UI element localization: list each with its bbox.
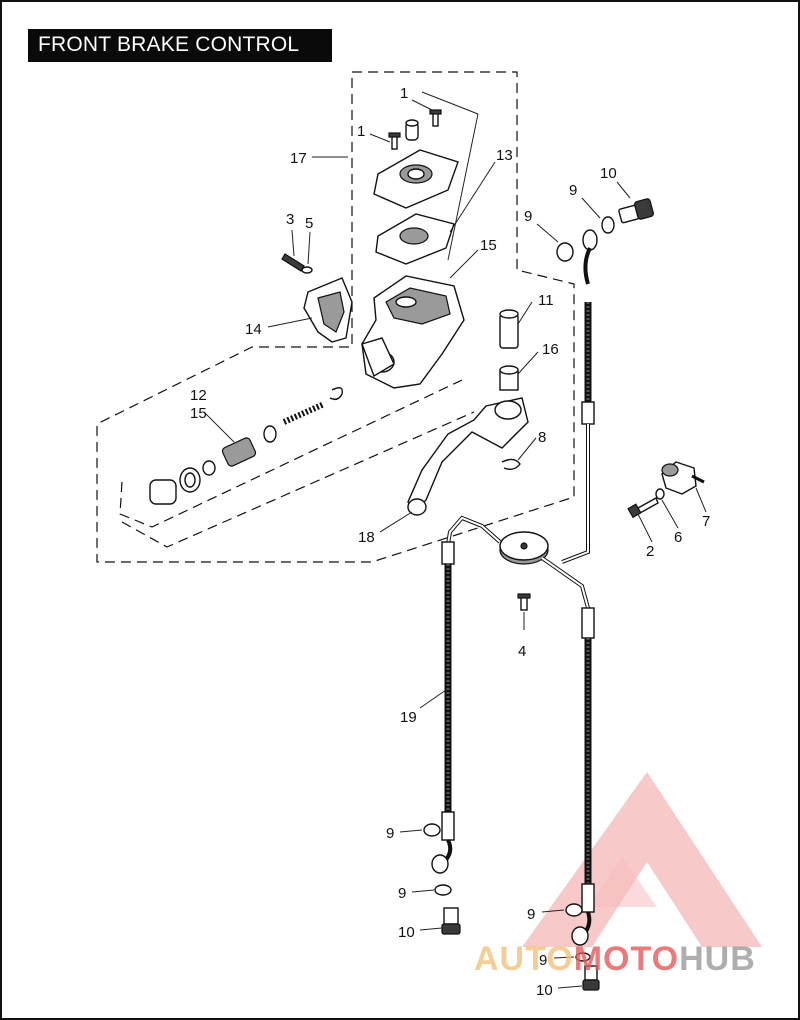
callout-9f: 9 [539, 952, 547, 969]
callout-15a: 15 [480, 237, 497, 254]
washer-6 [655, 488, 665, 500]
callout-7: 7 [702, 513, 710, 530]
banjo-bolt-right [582, 965, 600, 991]
callout-9e: 9 [527, 906, 535, 923]
watermark-logo [522, 772, 762, 947]
washer-9f [575, 952, 591, 962]
callout-4: 4 [518, 643, 526, 660]
callout-19: 19 [400, 709, 417, 726]
brake-lever [407, 397, 529, 516]
screw-3 [281, 253, 305, 272]
screw-1b [388, 132, 401, 150]
piston-kit [149, 387, 343, 505]
right-brake-hose [571, 607, 595, 946]
callout-8: 8 [538, 429, 546, 446]
reservoir-cover [373, 149, 459, 209]
washer-5 [301, 266, 313, 274]
callout-17: 17 [290, 150, 307, 167]
washer-9d [434, 884, 452, 896]
upper-brake-line [561, 247, 595, 564]
callout-15b: 15 [190, 405, 207, 422]
watermark-part-moto: MOTO [574, 940, 679, 978]
callout-9c: 9 [386, 825, 394, 842]
callout-16: 16 [542, 341, 559, 358]
screw-2 [627, 497, 659, 519]
washer-9c [423, 823, 441, 837]
callout-9a: 9 [569, 182, 577, 199]
vent-plug [405, 119, 419, 141]
watermark-text: AUTOMOTOHUB [474, 940, 756, 978]
banjo-bolt-top [618, 198, 654, 224]
banjo-bolt-left [441, 907, 461, 935]
washer-9a [601, 216, 615, 234]
washer-9e [565, 903, 583, 917]
page-title: FRONT BRAKE CONTROL [38, 33, 300, 56]
title-bar: FRONT BRAKE CONTROL [28, 29, 332, 62]
left-brake-hose [431, 541, 455, 874]
pivot-bushing [499, 365, 519, 391]
callout-13: 13 [496, 147, 513, 164]
diaphragm-gasket [375, 213, 455, 265]
callout-9d: 9 [398, 885, 406, 902]
screw-4 [517, 593, 531, 611]
callout-5: 5 [305, 215, 313, 232]
callout-2: 2 [646, 543, 654, 560]
callout-10a: 10 [600, 165, 617, 182]
watermark-part-hub: HUB [679, 940, 756, 978]
callout-10b: 10 [398, 924, 415, 941]
callout-9b: 9 [524, 208, 532, 225]
callout-14: 14 [245, 321, 262, 338]
svg-text:AUTOMOTOHUB: AUTOMOTOHUB [474, 940, 756, 978]
assembly-outline [96, 71, 575, 563]
callout-1b: 1 [357, 123, 365, 140]
pivot-pin [499, 309, 519, 349]
handlebar-clamp [303, 277, 353, 343]
callout-10c: 10 [536, 982, 553, 999]
leader-lines [203, 91, 707, 989]
brake-line-manifold [446, 515, 590, 609]
callout-12: 12 [190, 387, 207, 404]
callout-3: 3 [286, 211, 294, 228]
watermark-part-auto: AUTO [474, 940, 574, 978]
brake-light-switch [661, 461, 705, 495]
callout-6: 6 [674, 529, 682, 546]
callout-11: 11 [538, 292, 554, 309]
screw-1a [429, 109, 442, 127]
retaining-ring-8 [501, 458, 521, 471]
master-cylinder-body [361, 275, 465, 389]
callout-18: 18 [358, 529, 375, 546]
washer-9b [556, 242, 574, 262]
callout-labels: 1 1 17 13 10 9 9 3 5 15 11 14 16 12 15 8… [190, 85, 710, 999]
callout-1a: 1 [400, 85, 408, 102]
banjo-fitting-top [582, 229, 598, 251]
